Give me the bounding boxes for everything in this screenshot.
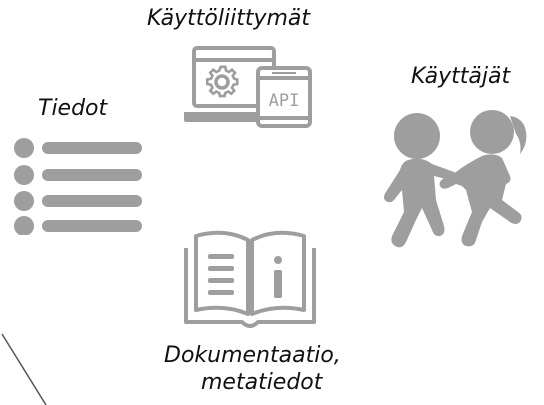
interfaces-label: Käyttöliittymät — [147, 6, 311, 31]
list-icon — [14, 138, 142, 235]
api-text: API — [269, 91, 300, 111]
docs-label-line1: Dokumentaatio, — [164, 343, 341, 368]
open-book-icon — [184, 230, 316, 328]
computer-api-icon: API — [184, 46, 312, 128]
decorative-line — [1, 333, 47, 405]
docs-label-line2: metatiedot — [201, 370, 323, 395]
users-label: Käyttäjät — [411, 64, 511, 89]
data-label: Tiedot — [38, 96, 108, 121]
children-icon — [384, 110, 527, 248]
